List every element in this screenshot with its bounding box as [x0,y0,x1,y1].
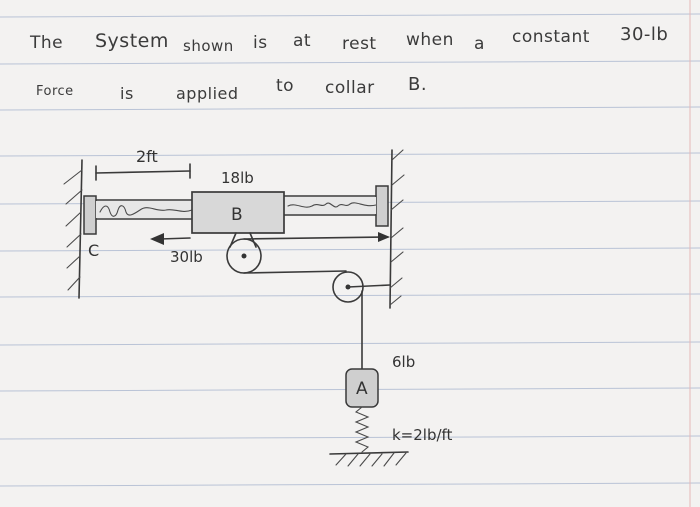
cable-top [243,236,389,240]
right-support-block [375,185,389,227]
collar-b-label: B [231,205,243,225]
problem-word: System [95,30,169,52]
applied-force-label: 30lb [170,248,203,266]
spring-constant-label: k=2lb/ft [392,426,453,444]
problem-word: shown [183,37,234,55]
problem-word: at [293,31,312,51]
collar-b [191,191,285,234]
force-arrow-30lb [150,233,191,245]
problem-word: is [120,84,134,103]
right-spring [287,202,377,208]
left-spring [99,205,193,217]
support-c-block [83,195,97,235]
collar-b-weight: 18lb [221,169,254,187]
bottom-spring [354,406,370,453]
problem-word: collar [325,78,375,98]
problem-word: Force [36,84,74,99]
problem-word: is [253,33,268,53]
problem-word: B. [408,74,428,95]
left-wall [63,159,83,299]
problem-word: 30-lb [620,24,669,45]
pulley-right [332,271,391,303]
problem-word: rest [342,34,377,54]
ground [329,451,409,467]
dimension-line-2ft [95,163,191,181]
block-a-label: A [356,379,368,399]
dimension-label: 2ft [136,147,158,166]
problem-word: The [30,33,64,53]
right-wall [389,149,405,309]
problem-word: to [276,76,295,96]
block-a-weight: 6lb [392,353,415,371]
problem-word: a [474,34,485,54]
problem-word: when [406,30,454,50]
support-c-label: C [88,241,99,260]
horizontal-rod [95,195,377,220]
problem-word: applied [176,84,239,103]
problem-word: constant [512,27,590,47]
cable-lower [243,270,347,274]
